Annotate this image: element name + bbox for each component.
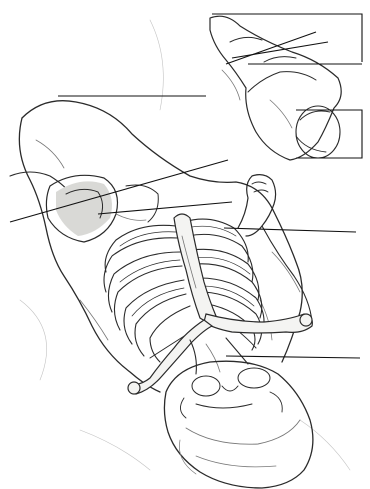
torso-outline [10,101,302,392]
leader-line-7 [10,160,228,222]
sternum [174,214,216,321]
leader-line-10 [226,356,360,358]
raised-hand-sketch [210,16,341,160]
leader-line-9 [224,228,356,232]
leader-line-8 [98,202,232,214]
left-ribs [104,225,190,362]
leader-line-5 [296,110,362,158]
head-skull [164,361,313,488]
